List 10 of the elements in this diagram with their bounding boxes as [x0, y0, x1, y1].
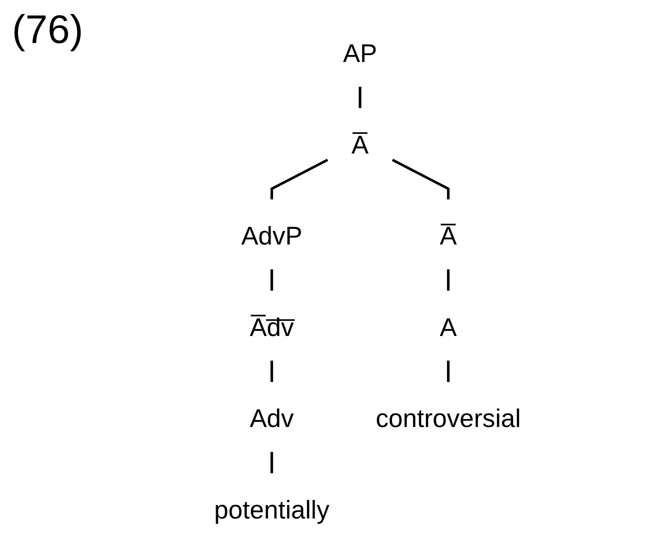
tree-label: AdvP: [241, 222, 302, 251]
tree-label: A: [440, 314, 457, 342]
tree-label: Adv: [250, 404, 294, 434]
example-number: (76): [12, 8, 84, 53]
tree-label: potentially: [214, 496, 330, 524]
tree-label: A̅: [440, 222, 457, 251]
tree-label: A̅d̅v̅: [250, 314, 294, 342]
tree-label: controversial: [376, 404, 521, 434]
tree-label: AP: [342, 40, 378, 68]
tree-label: A̅: [352, 131, 369, 160]
